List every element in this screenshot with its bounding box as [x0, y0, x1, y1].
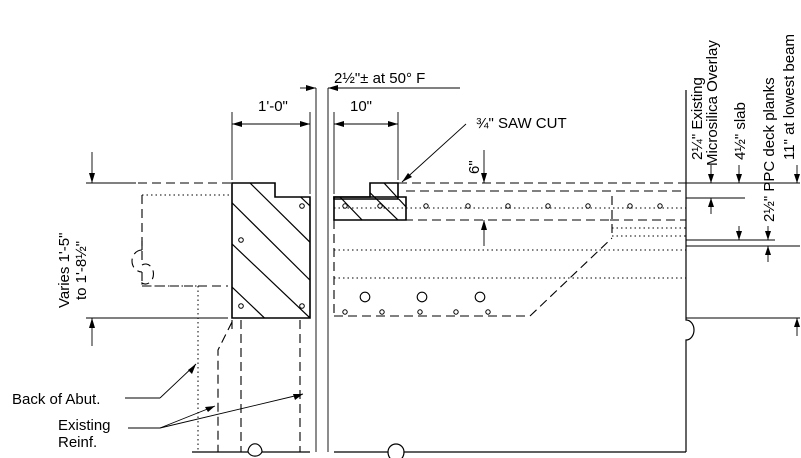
- slab-label: 4½" slab: [732, 102, 749, 160]
- planks-label: 2½" PPC deck planks: [761, 77, 778, 222]
- back-of-abut-label: Back of Abut.: [12, 391, 100, 408]
- varies-label-line2: to 1'-8½": [73, 241, 90, 300]
- girder-edge: [685, 90, 695, 452]
- dim-6in: [481, 150, 487, 246]
- dim-gap: [300, 85, 460, 91]
- dim-6in-label: 6": [466, 160, 483, 174]
- right-dims: [686, 165, 800, 336]
- abutment-dotted-lines: [142, 194, 232, 452]
- callout-leaders: [125, 363, 304, 429]
- varies-label-line1: Varies 1'-5": [56, 233, 73, 308]
- abutment-backwall: [231, 182, 311, 319]
- deck-slab: [333, 182, 686, 317]
- dim-1ft: [231, 112, 311, 194]
- deck-dotted-layers: [334, 207, 686, 279]
- dim-gap-label: 2½"± at 50° F: [334, 70, 425, 87]
- lowest-beam-label: 11" at lowest beam: [781, 34, 798, 160]
- existing-label: Existing: [58, 417, 111, 434]
- dim-10in-label: 10": [350, 98, 372, 115]
- abutment-outline: [131, 182, 233, 452]
- saw-cut-label: ¾" SAW CUT: [476, 115, 567, 132]
- saw-cut-leader: [401, 123, 467, 183]
- dim-1ft-label: 1'-0": [258, 98, 288, 115]
- dim-10in: [333, 112, 399, 194]
- existing-reinf-lines: [240, 320, 301, 452]
- joint-gap-lines: [315, 88, 329, 452]
- reinf-label: Reinf.: [58, 434, 97, 451]
- bottom-break-line: [192, 443, 686, 458]
- overlay-label-line2: Microsilica Overlay: [704, 40, 721, 166]
- overlay-label-line1: 2¼" Existing: [689, 77, 706, 160]
- dim-varies: [86, 152, 228, 346]
